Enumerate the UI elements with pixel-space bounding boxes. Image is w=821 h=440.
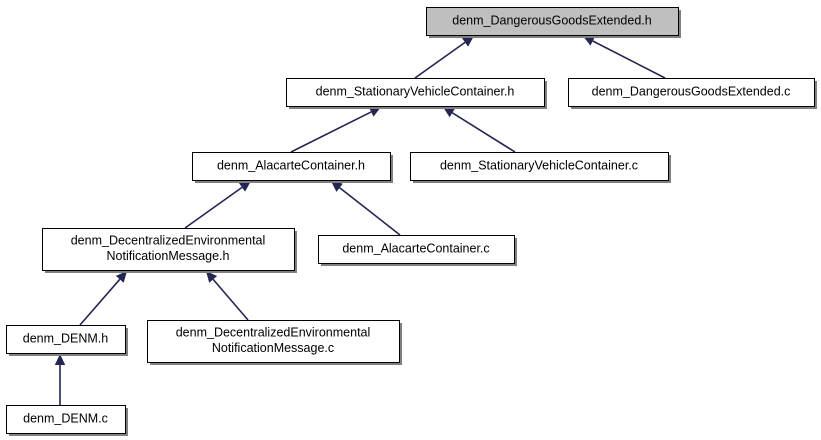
- edge-line: [212, 278, 249, 321]
- edge-line: [184, 186, 243, 229]
- graph-edge: [443, 107, 516, 153]
- graph-edge: [206, 271, 249, 321]
- graph-node-n8[interactable]: denm_DecentralizedEnvironmentalNotificat…: [147, 320, 403, 366]
- node-label: denm_DENM.h: [23, 331, 108, 345]
- edge-arrowhead-icon: [583, 36, 596, 46]
- graph-edge: [290, 107, 381, 153]
- node-label: NotificationMessage.h: [107, 249, 230, 263]
- node-label: denm_StationaryVehicleContainer.c: [440, 158, 638, 172]
- node-box[interactable]: [568, 78, 815, 107]
- edge-arrowhead-icon: [443, 107, 456, 118]
- node-label: denm_StationaryVehicleContainer.h: [316, 84, 515, 98]
- edge-line: [414, 41, 466, 79]
- graph-edge: [184, 181, 251, 229]
- edge-line: [79, 278, 121, 326]
- node-box[interactable]: [286, 78, 545, 107]
- node-label: denm_DangerousGoodsExtended.h: [452, 13, 651, 27]
- edge-arrowhead-icon: [239, 181, 251, 192]
- graph-edge: [331, 181, 401, 236]
- graph-edge: [54, 354, 66, 405]
- graph-node-n0[interactable]: denm_DangerousGoodsExtended.hdenm_Danger…: [426, 7, 682, 39]
- node-label: denm_AlacarteContainer.h: [217, 158, 365, 172]
- edge-arrowhead-icon: [54, 354, 66, 365]
- node-box[interactable]: [147, 320, 400, 363]
- edge-arrowhead-icon: [115, 271, 127, 283]
- node-box[interactable]: [410, 152, 669, 181]
- edge-line: [339, 187, 401, 236]
- edges-layer: [54, 36, 666, 405]
- node-box[interactable]: [42, 228, 295, 271]
- edge-arrowhead-icon: [462, 36, 474, 47]
- node-box[interactable]: [192, 152, 391, 181]
- edge-arrowhead-icon: [368, 107, 381, 117]
- graph-node-n4[interactable]: denm_StationaryVehicleContainer.cdenm_St…: [410, 152, 672, 184]
- node-box[interactable]: [426, 7, 679, 36]
- graph-node-n3[interactable]: denm_AlacarteContainer.hdenm_AlacarteCon…: [192, 152, 394, 184]
- graph-node-n5[interactable]: denm_DecentralizedEnvironmentalNotificat…: [42, 228, 298, 274]
- graph-node-n6[interactable]: denm_AlacarteContainer.cdenm_AlacarteCon…: [318, 235, 518, 267]
- node-box[interactable]: [6, 405, 126, 434]
- node-label: denm_DecentralizedEnvironmental: [176, 326, 371, 340]
- node-label: denm_DangerousGoodsExtended.c: [592, 84, 791, 98]
- node-label: denm_AlacarteContainer.c: [342, 241, 489, 255]
- edge-arrowhead-icon: [206, 271, 218, 283]
- edge-line: [290, 111, 372, 153]
- edge-line: [451, 112, 516, 153]
- edge-arrowhead-icon: [331, 181, 343, 192]
- node-label: NotificationMessage.c: [212, 341, 334, 355]
- graph-node-n2[interactable]: denm_DangerousGoodsExtended.cdenm_Danger…: [568, 78, 818, 110]
- nodes-layer: denm_DangerousGoodsExtended.h denm_Danger…: [6, 7, 818, 437]
- graph-edge: [79, 271, 127, 326]
- graph-edge: [583, 36, 666, 79]
- edge-line: [592, 40, 666, 79]
- graph-node-n1[interactable]: denm_StationaryVehicleContainer.hdenm_St…: [286, 78, 548, 110]
- node-label: denm_DecentralizedEnvironmental: [71, 234, 266, 248]
- node-box[interactable]: [6, 325, 126, 354]
- node-box[interactable]: [318, 235, 515, 264]
- node-label: denm_DENM.c: [23, 411, 108, 425]
- graph-edge: [414, 36, 474, 79]
